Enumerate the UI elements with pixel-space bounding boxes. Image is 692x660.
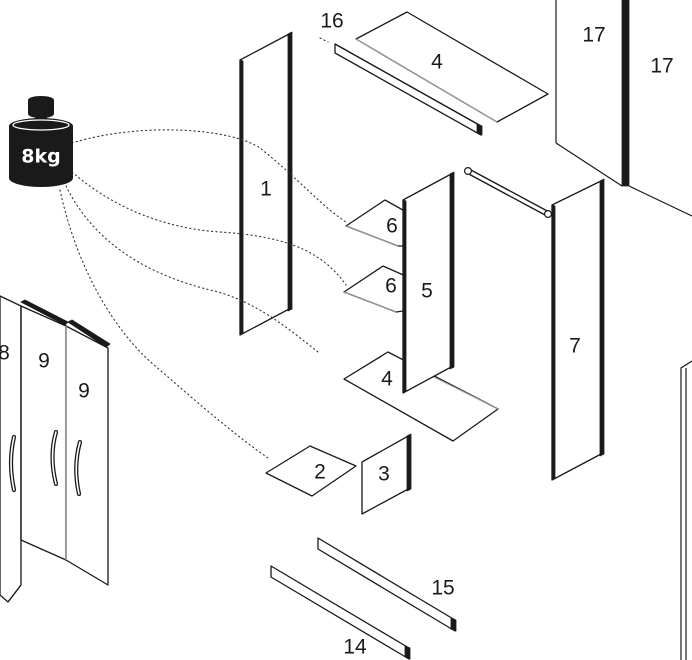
part-6-upper-shelf: 6 [345, 199, 411, 247]
part-7-label: 7 [569, 335, 581, 358]
part-5-divider: 5 [402, 171, 455, 394]
part-9-right-label: 9 [78, 380, 90, 403]
part-16-strip: 16 [319, 10, 483, 136]
part-16-label: 16 [320, 10, 343, 33]
part-3-label: 3 [378, 463, 390, 486]
part-8-label: 8 [0, 342, 10, 365]
part-3-panel: 3 [361, 433, 412, 515]
part-4-bottom-label: 4 [381, 368, 393, 391]
doors-group: 8 9 9 [0, 295, 111, 603]
weight-icon: 8kg [9, 96, 73, 187]
part-14-label: 14 [343, 636, 367, 659]
part-2-board: 2 [265, 445, 357, 497]
weight-label: 8kg [21, 146, 60, 168]
frame-fragment [680, 360, 692, 660]
part-17-left-label: 17 [582, 24, 605, 47]
part-7-side-panel: 7 [551, 178, 605, 481]
part-2-label: 2 [314, 461, 326, 484]
part-6-upper-label: 6 [386, 215, 398, 238]
part-1-label: 1 [260, 178, 272, 201]
part-4-bottom-board: 4 [343, 351, 499, 442]
load-lines [59, 129, 347, 459]
part-9-left-label: 9 [38, 350, 50, 373]
part-5-label: 5 [421, 280, 433, 303]
part-1-side-panel: 1 [239, 31, 293, 336]
part-4-top-board: 4 [355, 11, 549, 123]
part-15-label: 15 [431, 577, 454, 600]
part-4-top-label: 4 [431, 51, 443, 74]
part-17-cabinet: 17 17 [555, 0, 692, 217]
part-6-lower-shelf: 6 [343, 265, 411, 313]
hanging-rail [464, 167, 552, 219]
part-14-strip: 14 [270, 565, 411, 660]
part-17-right-label: 17 [650, 55, 673, 78]
part-6-lower-label: 6 [385, 275, 397, 298]
part-15-strip: 15 [317, 537, 457, 632]
